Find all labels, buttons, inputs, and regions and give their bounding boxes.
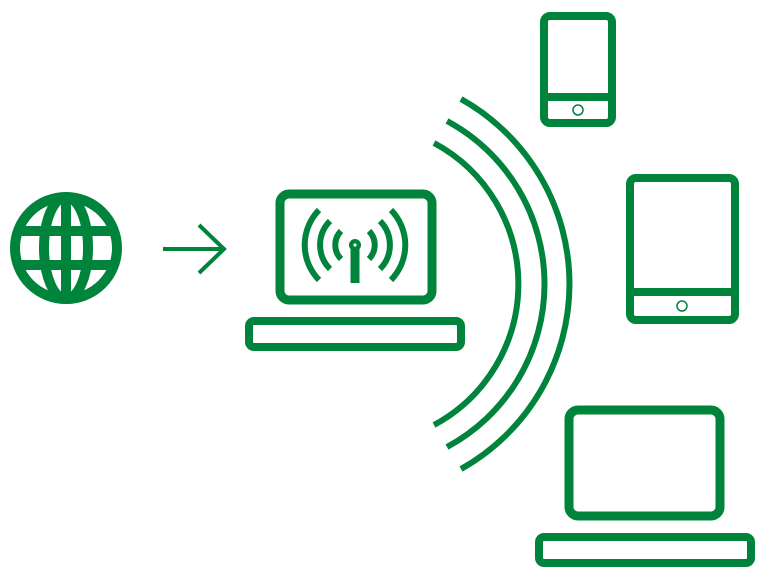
diagram-group xyxy=(10,12,755,567)
tablet-icon xyxy=(626,174,739,324)
wireless-waves-icon xyxy=(432,96,573,472)
smartphone-icon xyxy=(540,12,616,127)
globe-icon xyxy=(10,192,122,304)
laptop-wifi-hotspot-icon xyxy=(245,189,465,351)
laptop-icon xyxy=(535,405,755,567)
arrow-right-icon xyxy=(163,223,227,275)
antenna-icon xyxy=(301,207,409,283)
